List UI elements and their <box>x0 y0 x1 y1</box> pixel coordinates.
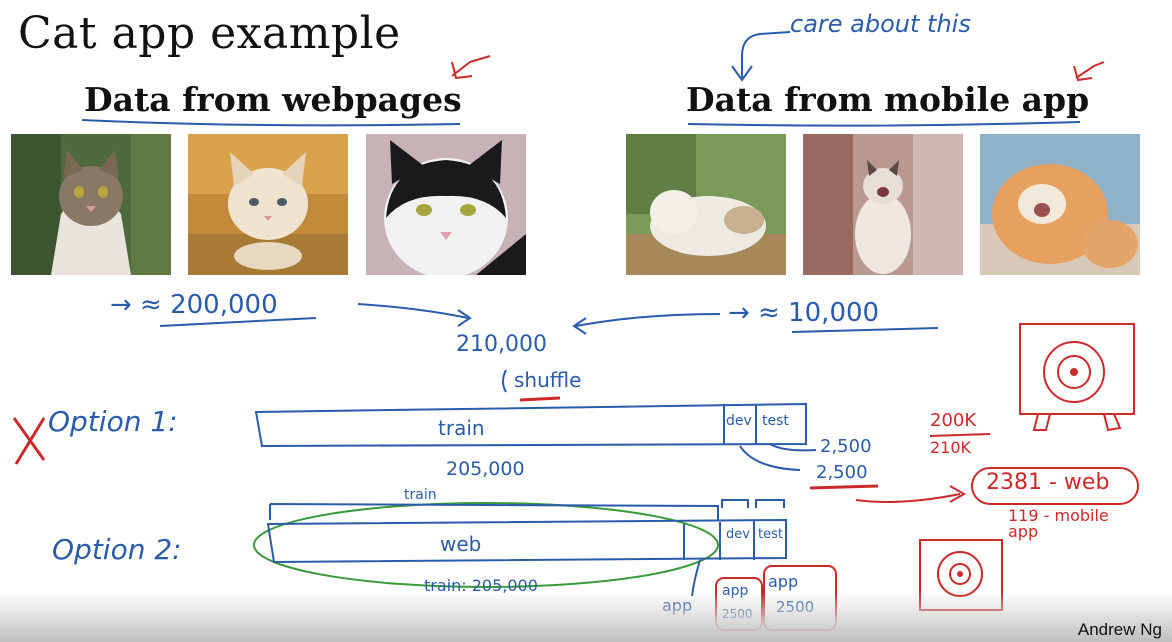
web-cat-photo-2 <box>188 134 348 275</box>
web-cat-photo-1 <box>11 134 171 275</box>
target-center-1 <box>1070 368 1078 376</box>
mobile-heading-underline <box>687 121 1081 127</box>
red-check-mark-1 <box>451 55 491 77</box>
shuffle-underline <box>519 396 561 402</box>
red-link-arrow-head <box>949 485 967 503</box>
option2-train-label: train <box>404 487 437 503</box>
web-heading-underline <box>81 119 461 127</box>
merge-arrow-right-head <box>572 317 587 335</box>
ratio-numerator: 200K <box>930 410 977 431</box>
slide-title: Cat app example <box>18 8 401 59</box>
merge-arrow-right <box>575 313 721 327</box>
option1-cross-b <box>14 417 46 465</box>
option1-dev-label: dev <box>726 413 752 429</box>
test-bracket <box>755 499 785 508</box>
red-check-mark-2b <box>1073 65 1093 82</box>
target-ring-inner-1 <box>1057 355 1091 389</box>
option2-web-label: web <box>440 532 482 556</box>
option1-label: Option 1: <box>48 405 178 438</box>
option2-train-loop <box>253 502 719 588</box>
ratio-fraction-line <box>929 433 991 437</box>
option1-train-label: train <box>438 416 485 440</box>
ratio-denominator: 210K <box>930 438 972 457</box>
dev-arrow <box>739 445 801 471</box>
shuffle-label: shuffle <box>514 368 582 392</box>
mobile-cat-photo-1 <box>626 134 786 275</box>
mobile-count-note: 119 - mobile app <box>1008 506 1109 541</box>
total-count: 210,000 <box>456 332 547 357</box>
option2-test-label: test <box>758 527 783 542</box>
mobile-cat-photo-2 <box>803 134 963 275</box>
web-cat-photo-3 <box>366 134 526 275</box>
mobile-data-heading: Data from mobile app <box>686 80 1090 119</box>
option1-bar <box>254 402 807 448</box>
dev-count: 2,500 <box>820 436 872 457</box>
dev-bracket <box>721 499 749 508</box>
target-leg-1b <box>1103 413 1122 432</box>
option2-label: Option 2: <box>52 533 182 566</box>
mobile-count: → ≈ 10,000 <box>728 298 880 328</box>
target-center-2 <box>957 571 963 577</box>
train-bracket <box>269 503 719 520</box>
option1-total: 205,000 <box>446 458 525 480</box>
mobile-count-underline <box>791 327 939 333</box>
merge-arrow-left-head <box>457 309 472 327</box>
author-credit: Andrew Ng <box>1077 620 1162 639</box>
mobile-cat-photo-3 <box>980 134 1140 275</box>
red-check-mark-2 <box>1075 61 1105 79</box>
footer-bar <box>0 592 1172 642</box>
target-leg-1a <box>1032 413 1051 431</box>
shuffle-arrow <box>502 369 507 393</box>
red-link-arrow <box>855 493 961 503</box>
web-data-heading: Data from webpages <box>84 80 462 119</box>
merge-arrow-left <box>357 303 469 319</box>
target-ring-inner-2 <box>949 563 971 585</box>
web-count-note: 2381 - web <box>986 470 1110 495</box>
target-ring-outer-1 <box>1043 341 1105 403</box>
web-count: → ≈ 200,000 <box>110 290 278 320</box>
option1-test-label: test <box>762 413 789 429</box>
app-arrow <box>691 559 701 597</box>
option1-cross <box>12 417 46 461</box>
dev-count-underline <box>809 484 879 490</box>
care-note: care about this <box>790 10 971 38</box>
test-arrow <box>769 443 817 452</box>
target-ring-outer-2 <box>937 551 983 597</box>
option2-dev-label: dev <box>726 527 750 542</box>
option2-train-total: train: 205,000 <box>424 576 538 595</box>
test-count: 2,500 <box>816 462 868 483</box>
app-test-app-label: app <box>768 572 799 591</box>
target-board-1 <box>1019 323 1135 415</box>
care-arrow-head <box>731 65 753 82</box>
option2-bar <box>266 518 787 564</box>
red-check-mark-1b <box>451 61 473 80</box>
care-arrow <box>741 31 791 78</box>
